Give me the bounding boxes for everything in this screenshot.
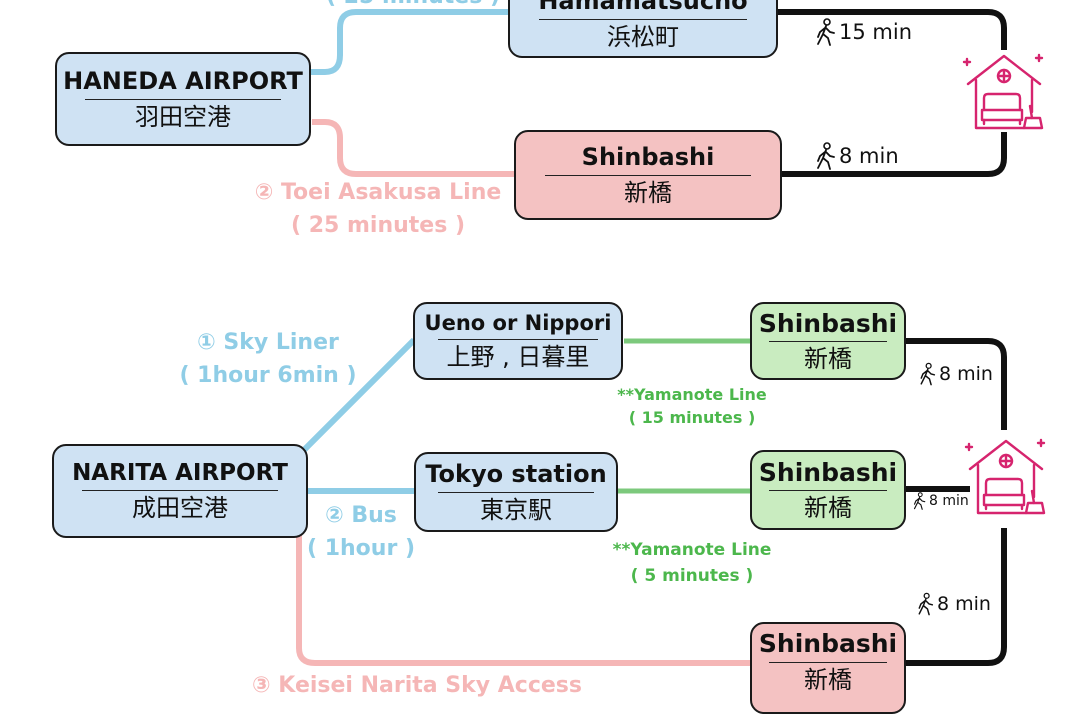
narita-walk3: 8 min bbox=[916, 592, 991, 616]
narita-walk1-time: 8 min bbox=[939, 363, 993, 385]
narita-walk1: 8 min bbox=[918, 362, 993, 386]
haneda-shinbashi-box: Shinbashi 新橋 bbox=[514, 130, 782, 220]
hamamatsucho-name-en: Hamamatsucho bbox=[538, 0, 748, 16]
narita-shinbashi2-name-ja: 新橋 bbox=[804, 494, 852, 523]
yamanote2-label: **Yamanote Line ( 5 minutes ) bbox=[604, 540, 780, 586]
hotel-house-icon bbox=[962, 53, 1044, 130]
ueno-box: Ueno or Nippori 上野 , 日暮里 bbox=[413, 302, 623, 380]
narita-shinbashi3-box: Shinbashi 新橋 bbox=[750, 622, 906, 714]
yamanote1-label: **Yamanote Line ( 15 minutes ) bbox=[610, 385, 774, 427]
haneda-shinbashi-name-ja: 新橋 bbox=[624, 178, 672, 207]
haneda-airport-name-en: HANEDA AIRPORT bbox=[63, 67, 303, 96]
narita-route3-line bbox=[296, 535, 752, 666]
narita-shinbashi1-name-en: Shinbashi bbox=[758, 308, 898, 338]
walking-person-icon bbox=[913, 492, 926, 510]
hamamatsucho-name-ja: 浜松町 bbox=[607, 22, 679, 51]
narita-walk3-line bbox=[906, 528, 1007, 666]
narita-shinbashi3-name-en: Shinbashi bbox=[758, 629, 898, 658]
narita-airport-box: NARITA AIRPORT 成田空港 bbox=[52, 444, 308, 538]
yamanote2-label-line2: ( 5 minutes ) bbox=[630, 566, 754, 586]
haneda-route2-label: ② Toei Asakusa Line ( 25 minutes ) bbox=[246, 180, 510, 238]
haneda-route1-line bbox=[308, 9, 510, 75]
narita-walk1-line bbox=[906, 338, 1007, 430]
haneda-airport-box: HANEDA AIRPORT 羽田空港 bbox=[55, 52, 311, 146]
narita-shinbashi1-box: Shinbashi 新橋 bbox=[750, 302, 906, 380]
narita-walk2: 8 min bbox=[912, 492, 969, 510]
ueno-name-en: Ueno or Nippori bbox=[424, 310, 612, 335]
tokyo-station-name-ja: 東京駅 bbox=[480, 495, 552, 524]
narita-route2-label: ② Bus ( 1hour ) bbox=[306, 503, 416, 561]
yamanote1-label-line2: ( 15 minutes ) bbox=[628, 408, 756, 427]
haneda-route2-label-line1: ② Toei Asakusa Line bbox=[254, 180, 502, 205]
ueno-name-ja: 上野 , 日暮里 bbox=[446, 342, 590, 371]
haneda-route2-label-line2: ( 25 minutes ) bbox=[290, 213, 466, 238]
narita-route2-label-line2: ( 1hour ) bbox=[306, 536, 416, 561]
tokyo-station-box: Tokyo station 東京駅 bbox=[414, 452, 618, 532]
haneda-walk2-time: 8 min bbox=[839, 144, 899, 168]
walking-person-icon bbox=[817, 142, 835, 170]
haneda-walk1-time: 15 min bbox=[839, 20, 912, 44]
narita-shinbashi2-name-en: Shinbashi bbox=[758, 457, 898, 487]
haneda-shinbashi-name-en: Shinbashi bbox=[581, 143, 715, 172]
narita-route1-label-line1: ① Sky Liner bbox=[197, 330, 339, 355]
hamamatsucho-box: Hamamatsucho 浜松町 bbox=[508, 0, 778, 58]
narita-shinbashi3-name-ja: 新橋 bbox=[804, 665, 852, 694]
narita-airport-name-ja: 成田空港 bbox=[132, 493, 228, 522]
narita-walk3-time: 8 min bbox=[937, 593, 991, 615]
haneda-airport-name-ja: 羽田空港 bbox=[135, 102, 231, 131]
narita-shinbashi1-name-ja: 新橋 bbox=[804, 345, 852, 374]
narita-route3-label: ③ Keisei Narita Sky Access bbox=[252, 673, 582, 698]
narita-route1-line bbox=[297, 337, 417, 457]
haneda-walk2-line bbox=[780, 132, 1007, 177]
narita-route1-label: ① Sky Liner ( 1hour 6min ) bbox=[178, 330, 358, 388]
narita-walk2-time: 8 min bbox=[929, 493, 969, 509]
narita-route2-label-line1: ② Bus bbox=[325, 503, 397, 528]
narita-shinbashi2-box: Shinbashi 新橋 bbox=[750, 450, 906, 530]
haneda-route2-line bbox=[312, 119, 516, 177]
yamanote1-label-line1: **Yamanote Line bbox=[617, 385, 767, 404]
yamanote2-label-line1: **Yamanote Line bbox=[612, 540, 772, 560]
walking-person-icon bbox=[918, 592, 934, 616]
walking-person-icon bbox=[817, 18, 835, 46]
hotel-house-icon bbox=[964, 438, 1046, 515]
narita-route1-label-line2: ( 1hour 6min ) bbox=[179, 363, 357, 388]
haneda-route1-label: ( 25 minutes ) bbox=[326, 0, 500, 9]
haneda-walk2: 8 min bbox=[814, 142, 899, 170]
haneda-walk1-line bbox=[776, 9, 1007, 50]
tokyo-station-name-en: Tokyo station bbox=[425, 460, 607, 489]
walking-person-icon bbox=[920, 362, 936, 386]
haneda-walk1: 15 min bbox=[814, 18, 912, 46]
narita-airport-name-en: NARITA AIRPORT bbox=[72, 459, 288, 486]
